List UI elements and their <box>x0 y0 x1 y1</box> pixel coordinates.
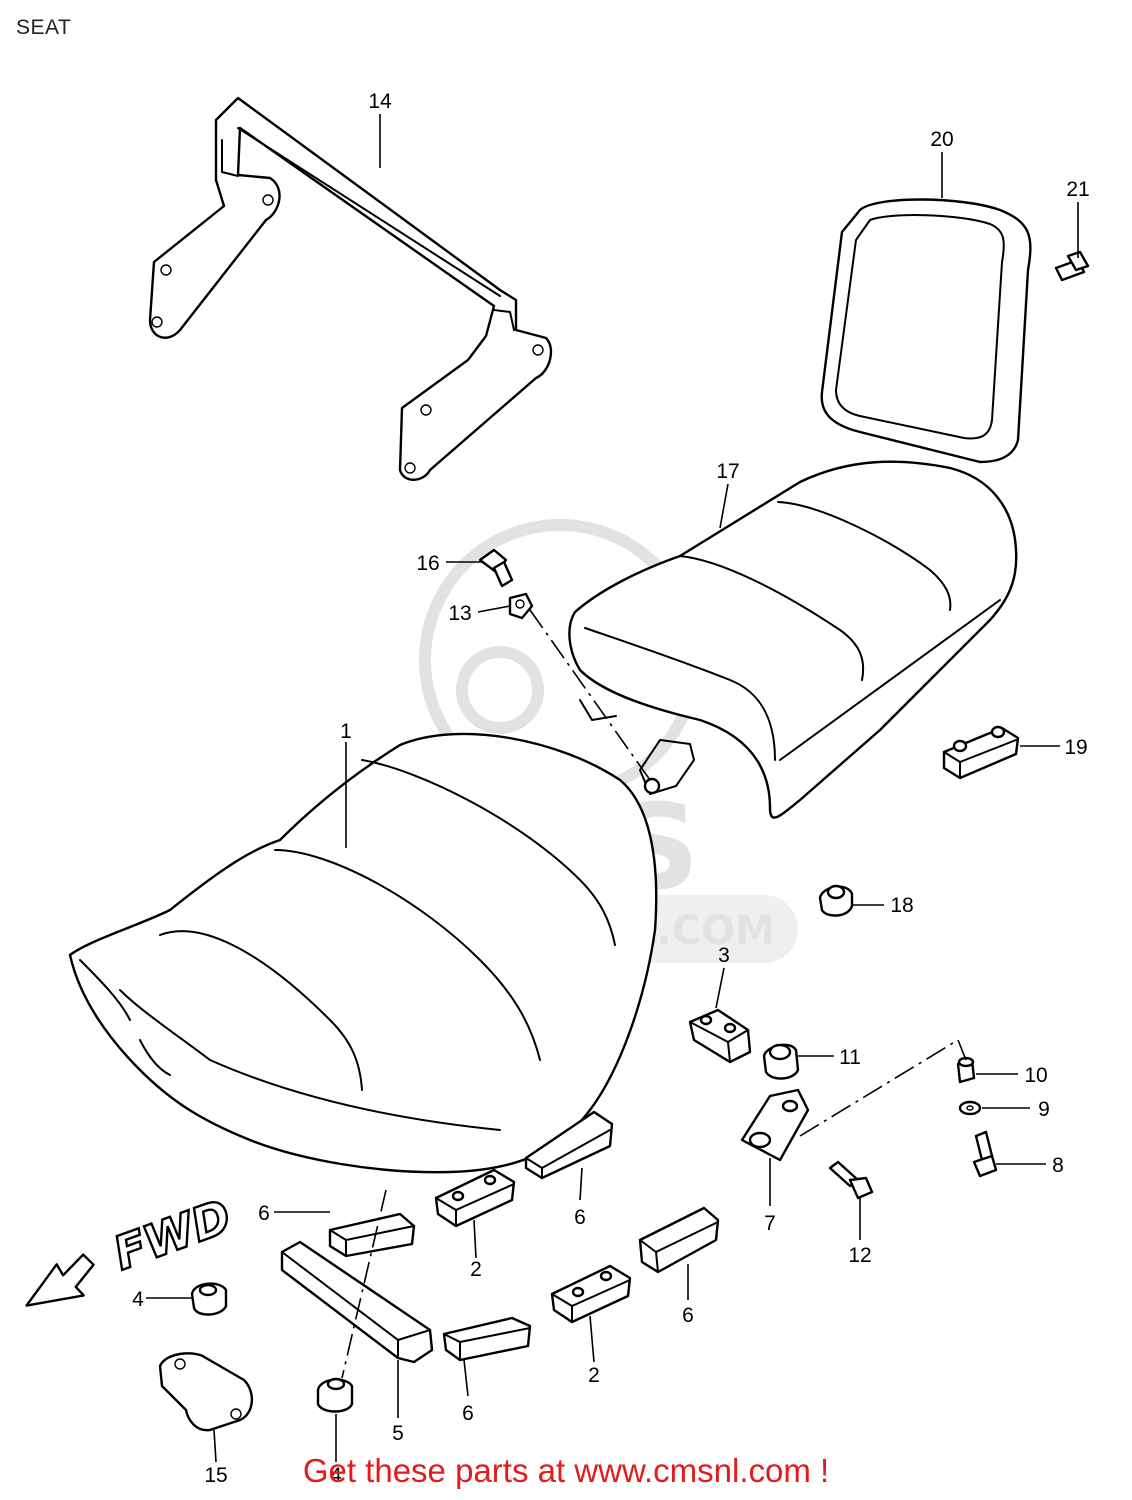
part-11-lock-nut[interactable] <box>762 1043 800 1080</box>
part-5-rubber-strip[interactable] <box>280 1240 434 1364</box>
callout-9: 9 <box>1038 1098 1050 1121</box>
callout-2a: 2 <box>470 1258 482 1281</box>
rear-seat-mount-bracket <box>579 699 695 795</box>
callout-17: 17 <box>716 460 739 483</box>
callout-10: 10 <box>1024 1064 1047 1087</box>
callout-15: 15 <box>204 1464 227 1487</box>
callout-13: 13 <box>448 602 471 625</box>
fwd-label: FWD <box>107 1189 239 1281</box>
callout-21: 21 <box>1066 178 1089 201</box>
callout-4a: 4 <box>132 1288 144 1311</box>
leader-lines <box>146 114 1079 1463</box>
page-title: SEAT <box>16 16 72 39</box>
callout-4b: 4 <box>330 1464 342 1487</box>
callout-6d: 6 <box>462 1402 474 1425</box>
part-1-front-seat[interactable] <box>68 732 658 1174</box>
callout-7: 7 <box>764 1212 776 1235</box>
part-4-nut-b[interactable] <box>316 1377 354 1413</box>
callout-1: 1 <box>340 720 352 743</box>
callout-labels: 14 20 21 17 16 13 1 19 18 3 11 10 9 8 7 … <box>132 90 1090 1487</box>
part-21-screw[interactable] <box>1054 250 1090 282</box>
part-15-clip[interactable] <box>158 1352 253 1432</box>
part-8-bolt[interactable] <box>972 1130 998 1178</box>
callout-8: 8 <box>1052 1154 1064 1177</box>
part-10-collar[interactable] <box>956 1056 976 1084</box>
callout-18: 18 <box>890 894 913 917</box>
part-19-seat-rubber[interactable] <box>942 725 1020 780</box>
part-6-cushion-b[interactable] <box>328 1212 416 1258</box>
part-6-cushion-d[interactable] <box>442 1316 532 1362</box>
callout-14: 14 <box>368 90 392 113</box>
part-12-bolt[interactable] <box>828 1160 874 1200</box>
part-6-cushion-a[interactable] <box>524 1110 614 1180</box>
part-2-rubber-b[interactable] <box>550 1264 632 1324</box>
callout-11: 11 <box>839 1046 861 1069</box>
part-4-nut-a[interactable] <box>190 1282 228 1316</box>
callout-16: 16 <box>416 552 439 575</box>
callout-3: 3 <box>718 944 730 967</box>
part-17-rear-seat[interactable] <box>568 460 1018 819</box>
callout-6b: 6 <box>574 1206 586 1229</box>
part-7-bracket[interactable] <box>740 1088 810 1162</box>
footer-parts-link[interactable]: Get these parts at www.cmsnl.com ! <box>302 1452 830 1489</box>
part-16-bolt[interactable] <box>478 548 514 588</box>
callout-2b: 2 <box>588 1364 600 1387</box>
part-3-rubber-block[interactable] <box>688 1008 752 1064</box>
part-13-nut[interactable] <box>508 592 534 620</box>
callout-6c: 6 <box>682 1304 694 1327</box>
part-14-backrest-bracket[interactable] <box>148 96 553 481</box>
callout-19: 19 <box>1064 736 1087 759</box>
callout-20: 20 <box>930 128 953 151</box>
part-2-rubber-a[interactable] <box>434 1168 516 1228</box>
part-18-grommet[interactable] <box>818 884 854 917</box>
callout-6a: 6 <box>258 1202 270 1225</box>
callout-12: 12 <box>848 1244 871 1267</box>
part-20-backrest-pad[interactable] <box>820 198 1032 464</box>
callout-5: 5 <box>392 1422 404 1445</box>
part-9-washer[interactable] <box>958 1100 982 1116</box>
part-6-cushion-c[interactable] <box>638 1206 720 1274</box>
